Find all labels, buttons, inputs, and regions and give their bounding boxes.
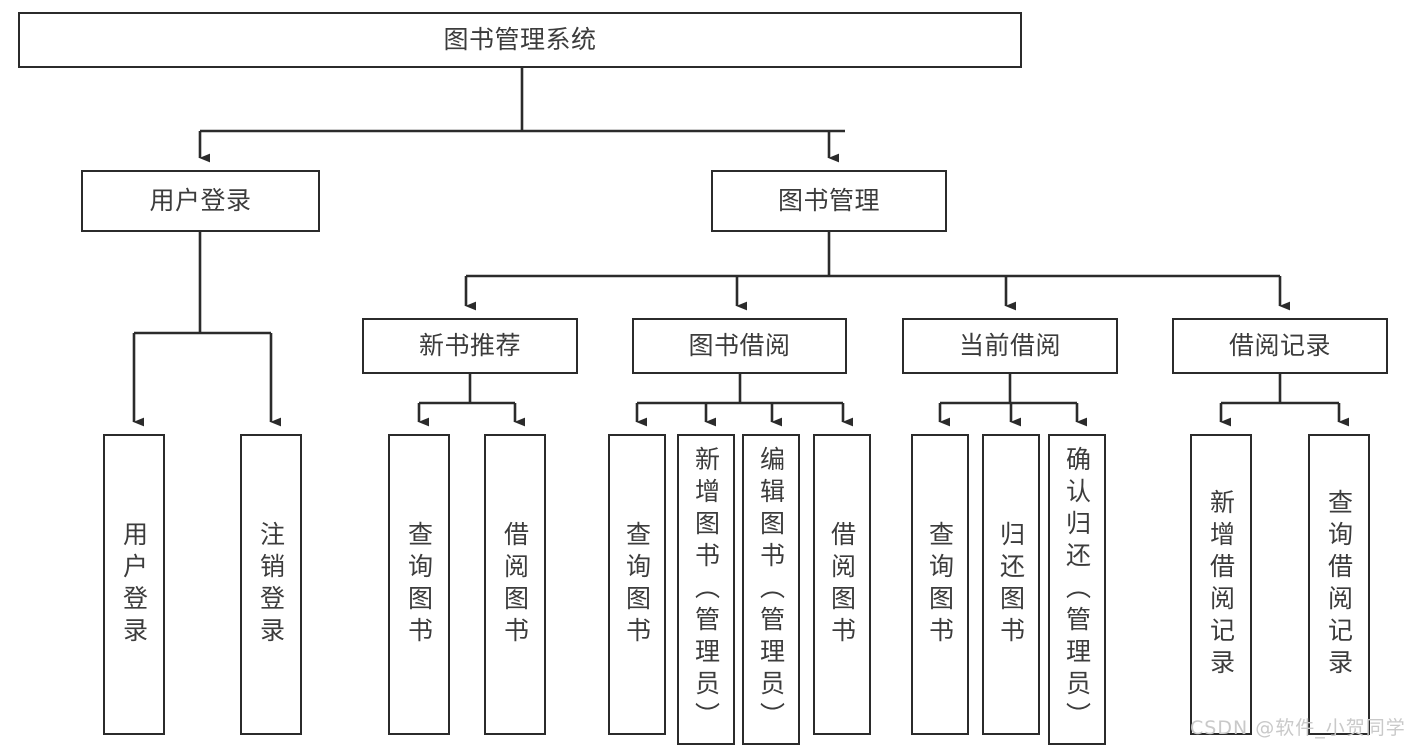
node-new-book-rec-label: 新书推荐 (418, 331, 521, 361)
node-leaf-edit-book[interactable]: 编辑图书（管理员） (742, 434, 800, 745)
node-leaf-query-book-3[interactable]: 查询图书 (911, 434, 969, 735)
node-book-manage-label: 图书管理 (777, 186, 880, 216)
node-root-label: 图书管理系统 (443, 25, 597, 55)
node-leaf-edit-book-label: 编辑图书（管理员） (756, 445, 786, 734)
node-leaf-query-book-2-label: 查询图书 (622, 520, 652, 649)
node-book-manage[interactable]: 图书管理 (711, 170, 947, 232)
node-leaf-add-book-label: 新增图书（管理员） (691, 445, 721, 734)
node-leaf-add-record[interactable]: 新增借阅记录 (1190, 434, 1252, 735)
watermark-text: CSDN @软件_小贺同学 (1190, 717, 1405, 739)
node-leaf-query-book-1-label: 查询图书 (404, 520, 434, 649)
node-leaf-confirm-return-label: 确认归还（管理员） (1062, 445, 1092, 734)
node-user-login[interactable]: 用户登录 (81, 170, 320, 232)
node-leaf-borrow-book-1[interactable]: 借阅图书 (484, 434, 546, 735)
node-leaf-borrow-book-2[interactable]: 借阅图书 (813, 434, 871, 735)
node-leaf-user-login[interactable]: 用户登录 (103, 434, 165, 735)
node-leaf-borrow-book-2-label: 借阅图书 (827, 520, 857, 649)
node-leaf-return-book-label: 归还图书 (996, 520, 1026, 649)
node-new-book-rec[interactable]: 新书推荐 (362, 318, 578, 374)
node-leaf-user-logout-label: 注销登录 (256, 520, 286, 649)
node-borrow-record-label: 借阅记录 (1228, 331, 1331, 361)
node-borrow-record[interactable]: 借阅记录 (1172, 318, 1388, 374)
node-leaf-add-book[interactable]: 新增图书（管理员） (677, 434, 735, 745)
node-leaf-add-record-label: 新增借阅记录 (1206, 488, 1236, 681)
node-leaf-query-record-label: 查询借阅记录 (1324, 488, 1354, 681)
node-leaf-query-book-3-label: 查询图书 (925, 520, 955, 649)
node-current-borrow-label: 当前借阅 (958, 331, 1061, 361)
node-root[interactable]: 图书管理系统 (18, 12, 1022, 68)
node-leaf-query-book-2[interactable]: 查询图书 (608, 434, 666, 735)
node-leaf-user-login-label: 用户登录 (119, 520, 149, 649)
node-leaf-query-book-1[interactable]: 查询图书 (388, 434, 450, 735)
node-leaf-user-logout[interactable]: 注销登录 (240, 434, 302, 735)
node-leaf-confirm-return[interactable]: 确认归还（管理员） (1048, 434, 1106, 745)
node-leaf-borrow-book-1-label: 借阅图书 (500, 520, 530, 649)
node-leaf-return-book[interactable]: 归还图书 (982, 434, 1040, 735)
node-user-login-label: 用户登录 (149, 186, 252, 216)
node-leaf-query-record[interactable]: 查询借阅记录 (1308, 434, 1370, 735)
node-book-borrow[interactable]: 图书借阅 (632, 318, 847, 374)
node-current-borrow[interactable]: 当前借阅 (902, 318, 1118, 374)
node-book-borrow-label: 图书借阅 (688, 331, 791, 361)
